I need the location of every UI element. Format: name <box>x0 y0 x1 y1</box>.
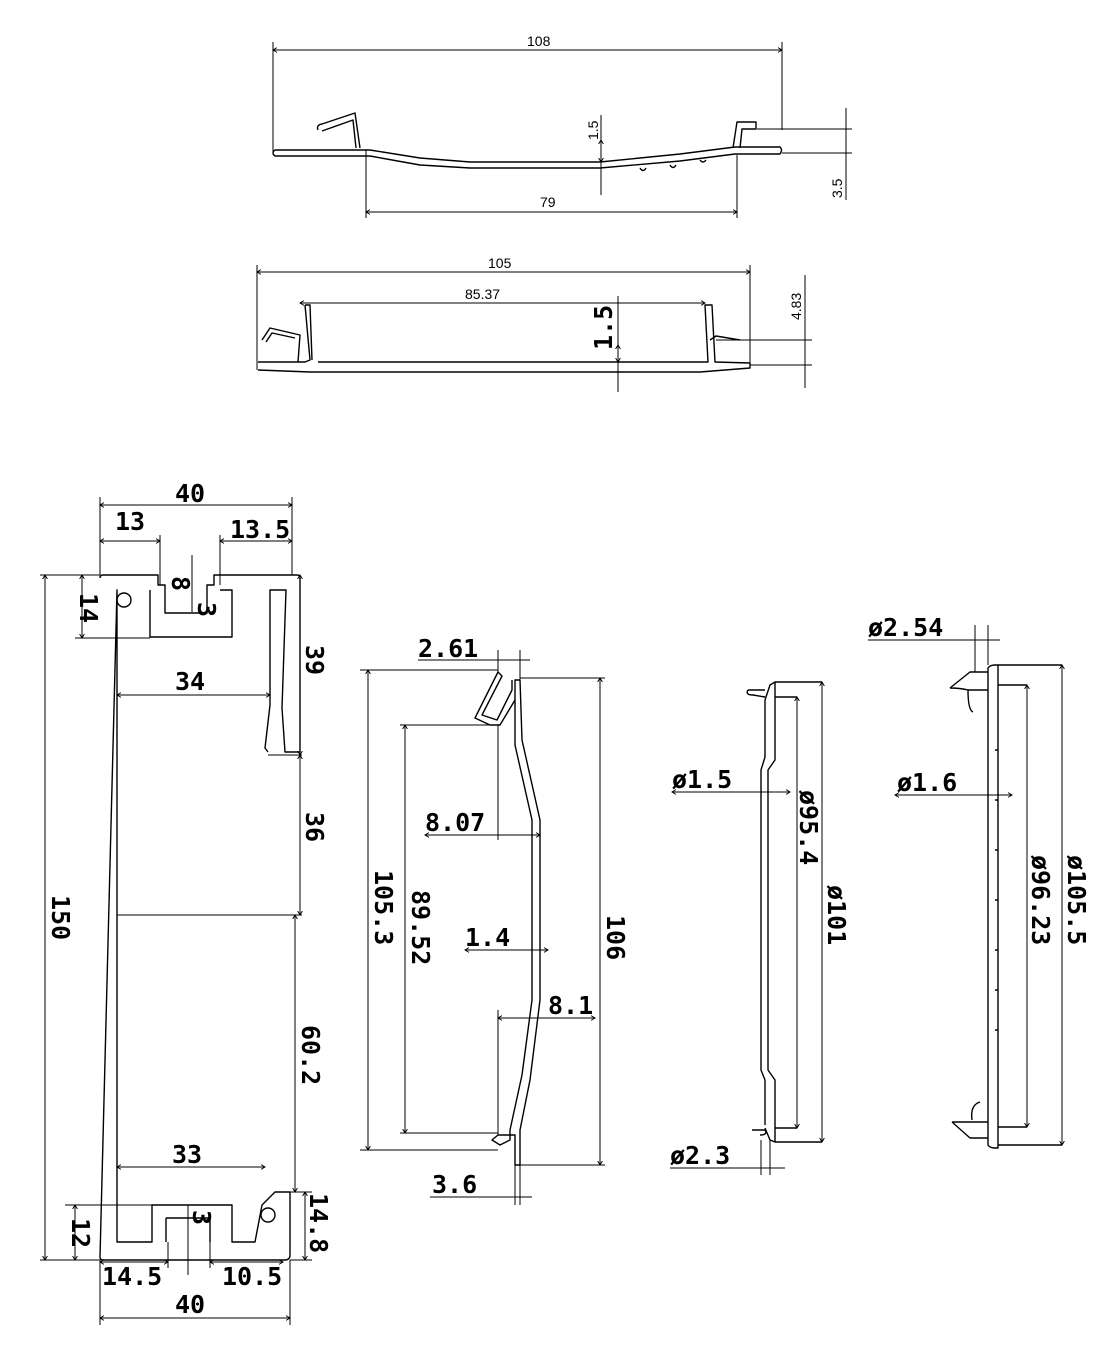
dim-3-5: 3.5 <box>829 178 845 198</box>
dim-14: 14 <box>74 593 103 623</box>
dim-2-61: 2.61 <box>418 634 478 663</box>
dim-8: 8 <box>166 576 195 591</box>
profile-right-2: ø2.54 ø105.5 ø96.23 ø1.6 <box>868 613 1091 1149</box>
dim-d2-54: ø2.54 <box>868 613 943 642</box>
dim-4-83: 4.83 <box>788 293 804 320</box>
dim-1-4: 1.4 <box>465 923 510 952</box>
dim-d101: ø101 <box>822 885 851 945</box>
dim-1-5-second: 1.5 <box>589 305 618 350</box>
dim-13: 13 <box>115 507 145 536</box>
profile-middle: 105.3 89.52 106 2.61 8.07 1.4 8.1 3.6 <box>360 634 630 1205</box>
dim-8-07: 8.07 <box>425 808 485 837</box>
dim-14-8: 14.8 <box>304 1193 333 1253</box>
dim-40-top: 40 <box>175 479 205 508</box>
dim-3-bottom: 3 <box>187 1210 216 1225</box>
dim-10-5: 10.5 <box>222 1262 282 1291</box>
dim-1-5-top: 1.5 <box>585 120 601 140</box>
dim-d105-5: ø105.5 <box>1062 855 1091 945</box>
dim-40-bottom: 40 <box>175 1290 205 1319</box>
dim-39: 39 <box>300 645 329 675</box>
dim-85-37: 85.37 <box>465 286 500 302</box>
dim-105: 105 <box>488 255 512 271</box>
profile-left: 40 13 13.5 14 8 3 150 39 34 36 60.2 33 1… <box>40 479 333 1325</box>
dim-33: 33 <box>172 1140 202 1169</box>
dim-3-top: 3 <box>192 602 221 617</box>
dim-3-6: 3.6 <box>432 1170 477 1199</box>
dim-108: 108 <box>527 33 551 49</box>
dim-12: 12 <box>66 1218 95 1248</box>
dim-60-2: 60.2 <box>296 1025 325 1085</box>
dim-d96-23: ø96.23 <box>1026 855 1055 945</box>
dim-d1-5: ø1.5 <box>672 765 732 794</box>
dim-d2-3: ø2.3 <box>670 1141 730 1170</box>
dim-36: 36 <box>300 812 329 842</box>
dim-150: 150 <box>46 895 75 940</box>
dim-106: 106 <box>601 915 630 960</box>
dim-d1-6: ø1.6 <box>897 768 957 797</box>
dim-d95-4: ø95.4 <box>794 790 823 865</box>
dim-105-3: 105.3 <box>369 870 398 945</box>
dim-34: 34 <box>175 667 205 696</box>
dim-79: 79 <box>540 194 556 210</box>
profile-top: 108 79 1.5 3.5 <box>273 33 852 218</box>
dim-13-5: 13.5 <box>230 515 290 544</box>
dim-89-52: 89.52 <box>406 890 435 965</box>
profile-second: 105 85.37 1.5 4.83 <box>257 255 812 392</box>
dim-8-1: 8.1 <box>548 991 593 1020</box>
dim-14-5: 14.5 <box>102 1262 162 1291</box>
profile-right-1: ø101 ø95.4 ø1.5 ø2.3 <box>670 682 851 1175</box>
